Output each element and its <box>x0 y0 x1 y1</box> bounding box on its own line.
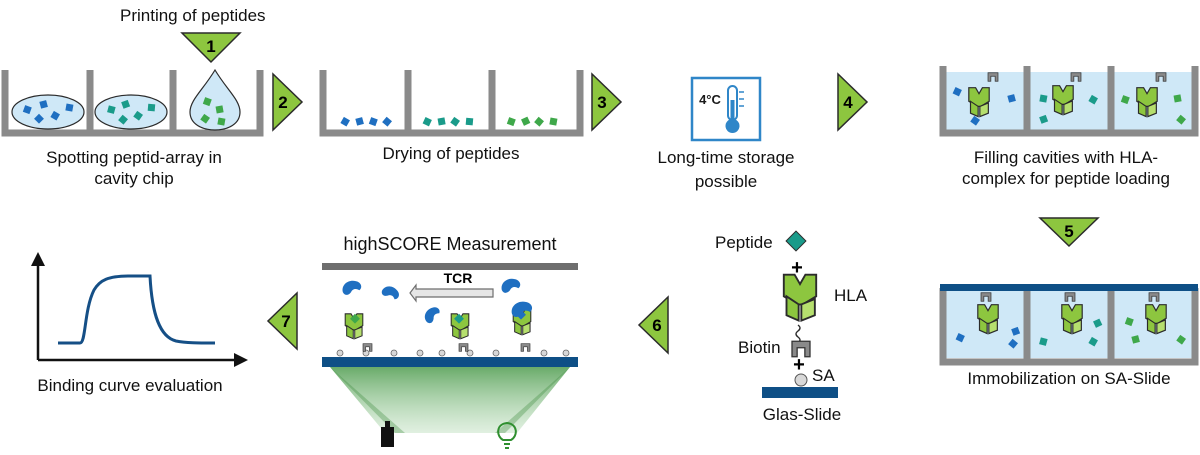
measurement-title: highSCORE Measurement <box>343 234 557 254</box>
droplet <box>11 94 85 130</box>
plus-sign: + <box>793 354 805 376</box>
glass-slide-label: Glas-Slide <box>762 405 842 424</box>
temperature-label: 4°C <box>699 92 721 107</box>
spotting-label-line1: Spotting peptid-array in <box>46 148 222 167</box>
step-7-number: 7 <box>281 312 290 331</box>
peptide-diamond <box>785 230 807 252</box>
step-2-number: 2 <box>278 93 287 112</box>
sa-label: SA <box>812 366 835 385</box>
lightbulb-icon <box>497 421 517 449</box>
tcr-flow-arrow <box>409 283 494 303</box>
step-5-marker: 5 <box>1038 217 1100 248</box>
step-6-number: 6 <box>652 316 661 335</box>
step-7-marker: 7 <box>266 291 298 351</box>
filling-label-line2: complex for peptide loading <box>962 169 1170 188</box>
sensor-slide <box>322 357 578 367</box>
tcr-label: TCR <box>444 270 473 286</box>
immobilization-chip <box>939 284 1199 366</box>
step-3-marker: 3 <box>591 72 623 132</box>
spotting-label-line2: cavity chip <box>94 169 174 188</box>
biotin-label: Biotin <box>738 338 781 357</box>
printed-droplet <box>189 68 241 131</box>
tcr-molecule-icon <box>342 280 362 295</box>
spotting-chip <box>1 68 264 137</box>
prism-top <box>322 263 578 270</box>
step-4-marker: 4 <box>837 72 869 132</box>
step-4-number: 4 <box>843 93 853 112</box>
step-1-number: 1 <box>206 37 215 56</box>
sa-slide-top <box>940 284 1198 291</box>
drying-chip <box>319 70 584 137</box>
plus-sign: + <box>791 257 803 279</box>
step-2-marker: 2 <box>272 72 304 132</box>
printing-label: Printing of peptides <box>120 6 266 25</box>
filling-label-line1: Filling cavities with HLA- <box>973 148 1159 167</box>
thermometer-icon: 4°C <box>690 76 762 142</box>
step-5-number: 5 <box>1064 222 1073 241</box>
storage-label-line1: Long-time storage <box>657 148 795 167</box>
step-6-marker: 6 <box>637 295 669 355</box>
immobilization-label: Immobilization on SA-Slide <box>967 369 1171 388</box>
measurement-panel: TCR <box>322 263 578 449</box>
hla-molecule-icon <box>782 273 818 322</box>
detector-icon <box>381 421 394 447</box>
filling-chip <box>939 66 1199 137</box>
step-1-marker: 1 <box>180 32 242 64</box>
glass-slide <box>762 387 838 398</box>
binding-label: Binding curve evaluation <box>37 376 223 395</box>
hla-label: HLA <box>834 286 868 305</box>
storage-label-line2: possible <box>694 172 758 191</box>
peptide-label: Peptide <box>715 233 773 252</box>
droplet <box>94 94 168 130</box>
binding-curve-plot <box>31 252 248 367</box>
drying-label: Drying of peptides <box>382 144 520 163</box>
step-3-number: 3 <box>597 93 606 112</box>
light-beam <box>330 367 570 433</box>
binding-curve <box>58 274 216 345</box>
hla-detail: + + <box>762 230 838 398</box>
